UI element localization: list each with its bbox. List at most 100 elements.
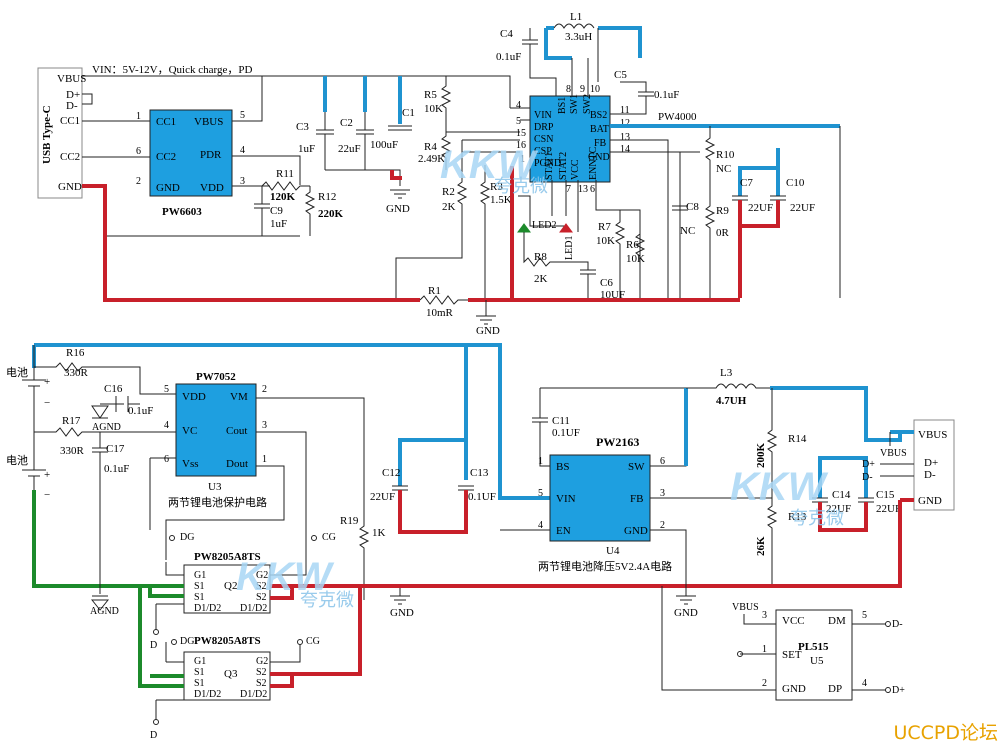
q3-pin-s2: S2: [256, 667, 267, 678]
pl515-unit: U5: [810, 655, 824, 667]
pw2163-pin-sw: SW: [628, 461, 645, 473]
pw4000-num: 13: [578, 184, 588, 195]
c3-ref: C3: [296, 121, 309, 133]
c13-val: 0.1UF: [468, 491, 496, 503]
l3-val: 4.7UH: [716, 395, 747, 407]
r9-val: 0R: [716, 227, 730, 239]
q2-pin-s2: S2: [256, 581, 267, 592]
pw7052-num: 4: [164, 420, 169, 431]
conn-pin-gnd: GND: [58, 181, 82, 193]
r13-ref: R13: [788, 511, 807, 523]
conn-pin-dminus: D-: [66, 100, 78, 112]
c5-val: 0.1uF: [654, 89, 679, 101]
c4-val: 0.1uF: [496, 51, 521, 63]
q2-pin-s1b: S1: [194, 592, 205, 603]
pw4000-num: 15: [516, 128, 526, 139]
r5-ref: R5: [424, 89, 437, 101]
pw7052-num: 1: [262, 454, 267, 465]
r4-val: 2.49K: [418, 153, 445, 165]
pw4000-num: 10: [590, 84, 600, 95]
q3-pin-s1b: S1: [194, 678, 205, 689]
r16-ref: R16: [66, 347, 85, 359]
pw4000-num: 12: [620, 118, 630, 129]
c10-val: 22UF: [790, 202, 815, 214]
pw7052-num: 2: [262, 384, 267, 395]
l1-ref: L1: [570, 11, 582, 23]
r14-val: 200K: [755, 443, 767, 469]
pl515-pin-dp: DP: [828, 683, 842, 695]
r7-val: 10K: [596, 235, 615, 247]
c3-val: 1uF: [298, 143, 315, 155]
pl515-pin-set: SET: [782, 649, 802, 661]
usb-type-c-title: USB Type-C: [41, 105, 53, 164]
r10-val: NC: [716, 163, 731, 175]
battery-minus-sign: −: [44, 397, 50, 409]
r2-val: 2K: [442, 201, 456, 213]
pw7052-pin-vm: VM: [230, 391, 248, 403]
pw4000-name: PW4000: [658, 111, 697, 123]
q2-pin-g2: G2: [256, 570, 268, 581]
c7-ref: C7: [740, 177, 753, 189]
c16-val: 0.1uF: [128, 405, 153, 417]
pw4000-num: 16: [516, 140, 526, 151]
r4-ref: R4: [424, 141, 437, 153]
pw6603-num: 3: [240, 176, 245, 187]
pw4000-num: 8: [566, 84, 571, 95]
pl515-num: 4: [862, 678, 867, 689]
c16-ref: C16: [104, 383, 123, 395]
pw7052-name: PW7052: [196, 371, 236, 383]
q2-pin-d1d2: D1/D2: [194, 603, 221, 614]
pl515-num: 1: [762, 644, 767, 655]
r7-ref: R7: [598, 221, 611, 233]
net-cg-1: CG: [322, 532, 336, 543]
r19-val: 1K: [372, 527, 386, 539]
r11-val: 120K: [270, 191, 296, 203]
forum-footer-label: UCCPD论坛: [893, 722, 998, 744]
watermark-logo: KKW: [440, 143, 539, 187]
pw4000-pin-sw1: SW1: [569, 94, 580, 114]
out-pin-vbus: VBUS: [918, 429, 947, 441]
pw4000-pin-bat: BAT: [590, 124, 609, 135]
pw4000-num: 4: [516, 100, 521, 111]
pw2163-caption: 两节锂电池降压5V2.4A电路: [538, 559, 672, 573]
pw2163-num: 6: [660, 456, 665, 467]
pl515-name: PL515: [798, 641, 829, 653]
dplus-net-label: D+: [862, 459, 875, 470]
pw7052-num: 6: [164, 454, 169, 465]
pl515-num: 3: [762, 610, 767, 621]
pw2163-num: 3: [660, 488, 665, 499]
q3-pin-g1: G1: [194, 656, 206, 667]
pw4000-num: 1: [520, 154, 525, 165]
r5-val: 10K: [424, 103, 443, 115]
pw4000-pin-vcc: VCC: [570, 159, 581, 180]
pl515-dp-label: D+: [892, 685, 905, 696]
battery-plus-sign: +: [44, 376, 50, 388]
pw4000-pin-gnd: GND: [588, 152, 610, 163]
pl515-pin-gnd: GND: [782, 683, 806, 695]
pw6603-pin-pdr: PDR: [200, 149, 222, 161]
watermark-1: KKW 夸克微: [440, 143, 548, 197]
pw2163-pin-en: EN: [556, 525, 571, 537]
pw4000-num: 13: [620, 132, 630, 143]
conn-pin-cc1: CC1: [60, 115, 80, 127]
pw4000-pin-drp: DRP: [534, 122, 554, 133]
agnd-label-1: AGND: [92, 422, 121, 433]
pw2163-pin-vin: VIN: [556, 493, 576, 505]
r3-val: 1.5K: [490, 194, 512, 206]
c10-ref: C10: [786, 177, 805, 189]
c14-ref: C14: [832, 489, 851, 501]
pw6603-pin-cc1: CC1: [156, 116, 176, 128]
gnd-label-2: GND: [476, 325, 500, 337]
pw4000-pin-enntc: ENNTC: [588, 146, 599, 180]
led1-label: LED1: [564, 236, 575, 260]
pw6603-num: 5: [240, 110, 245, 121]
pw6603-num: 2: [136, 176, 141, 187]
pw4000-pin-stat2: STAT2: [558, 152, 569, 180]
pw2163-num: 4: [538, 520, 543, 531]
l3-ref: L3: [720, 367, 733, 379]
c8-ref: C8: [686, 201, 699, 213]
pw4000-pin-csp: CSP: [534, 146, 552, 157]
c12-val: 22UF: [370, 491, 395, 503]
net-d-2: D: [150, 730, 157, 741]
watermark-cn: 夸克微: [494, 176, 548, 197]
